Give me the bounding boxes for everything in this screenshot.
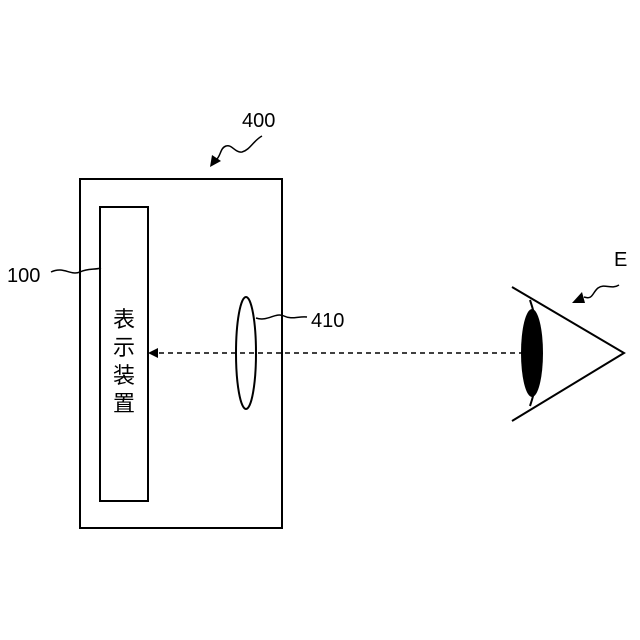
label-E: E <box>614 249 627 271</box>
leader-line-400 <box>216 136 262 160</box>
display-device-text: 表示装置 <box>113 308 135 417</box>
leader-arrowhead-E <box>572 292 585 303</box>
leader-line-100 <box>51 268 101 273</box>
label-400: 400 <box>242 110 275 132</box>
leader-line-E <box>584 285 619 298</box>
label-100: 100 <box>7 265 40 287</box>
display-device-label: 表示装置 <box>113 308 135 417</box>
eye-pupil <box>521 309 543 397</box>
label-410: 410 <box>311 310 344 332</box>
